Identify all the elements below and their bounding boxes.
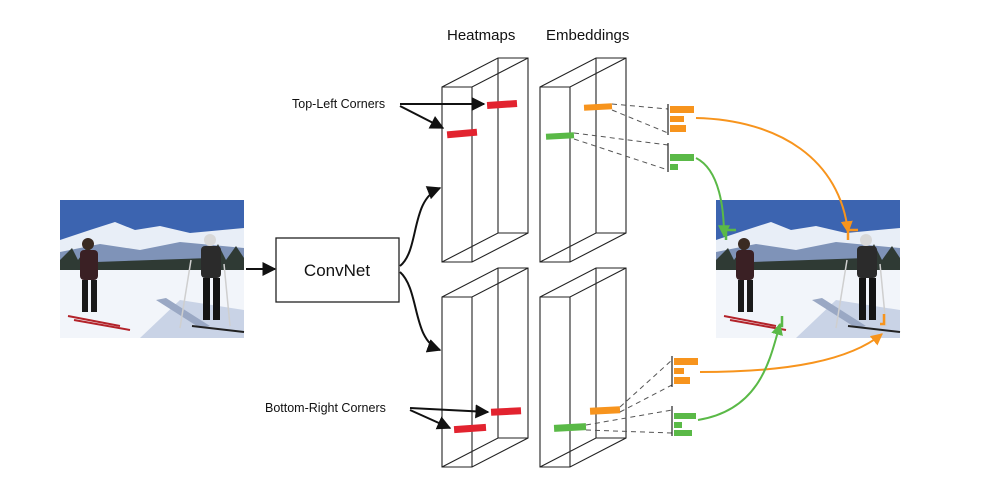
top-orange-curve	[695, 117, 853, 234]
embedding-bottom-prism	[539, 267, 627, 468]
heatmap-bottom-prism	[441, 267, 529, 468]
convnet-to-top-branch-arrow	[399, 186, 442, 267]
heatmaps-label: Heatmaps	[447, 27, 515, 44]
top-orange-embedding-bars	[667, 104, 694, 135]
top-green-dash-a	[573, 132, 669, 146]
bottom-green-dash-b	[585, 429, 673, 434]
bottom-orange-embedding-bars	[671, 356, 698, 387]
output-image	[715, 199, 901, 339]
heatmap-top-prism	[441, 57, 529, 263]
embedding-top-orange-mark	[583, 103, 613, 111]
heatmap-bottom-corner-mark-b	[453, 423, 487, 434]
bottom-green-curve	[697, 322, 783, 421]
top-left-corners-label: Top-Left Corners	[292, 97, 385, 111]
top-orange-dash-a	[611, 103, 669, 110]
input-image	[59, 199, 245, 339]
bottom-green-dash-a	[585, 409, 673, 426]
top-green-dash-b	[573, 138, 669, 171]
bottom-orange-dash-a	[619, 359, 673, 408]
embedding-bottom-orange-mark	[589, 406, 621, 415]
bottom-orange-dash-b	[619, 384, 673, 413]
bottom-right-arrow-b	[409, 409, 452, 430]
heatmap-top-corner-mark-b	[446, 128, 478, 139]
top-green-curve	[695, 157, 730, 238]
top-left-arrow-b	[399, 105, 445, 129]
embedding-top-prism	[539, 57, 627, 263]
convnet-to-bottom-branch-arrow	[399, 271, 442, 353]
bottom-orange-curve	[699, 333, 883, 373]
convnet-box: ConvNet	[275, 237, 400, 303]
heatmap-top-corner-mark-a	[486, 99, 518, 110]
heatmap-bottom-corner-mark-a	[490, 407, 522, 416]
embeddings-label: Embeddings	[546, 27, 629, 44]
embedding-top-green-mark	[545, 132, 575, 140]
bottom-green-embedding-bars	[671, 406, 696, 436]
bottom-right-corners-label: Bottom-Right Corners	[265, 401, 386, 415]
top-green-embedding-bars	[667, 143, 694, 172]
top-orange-dash-b	[611, 109, 669, 134]
bottom-right-arrow-a	[409, 404, 490, 419]
embedding-bottom-green-mark	[553, 423, 587, 432]
convnet-label: ConvNet	[304, 261, 370, 280]
